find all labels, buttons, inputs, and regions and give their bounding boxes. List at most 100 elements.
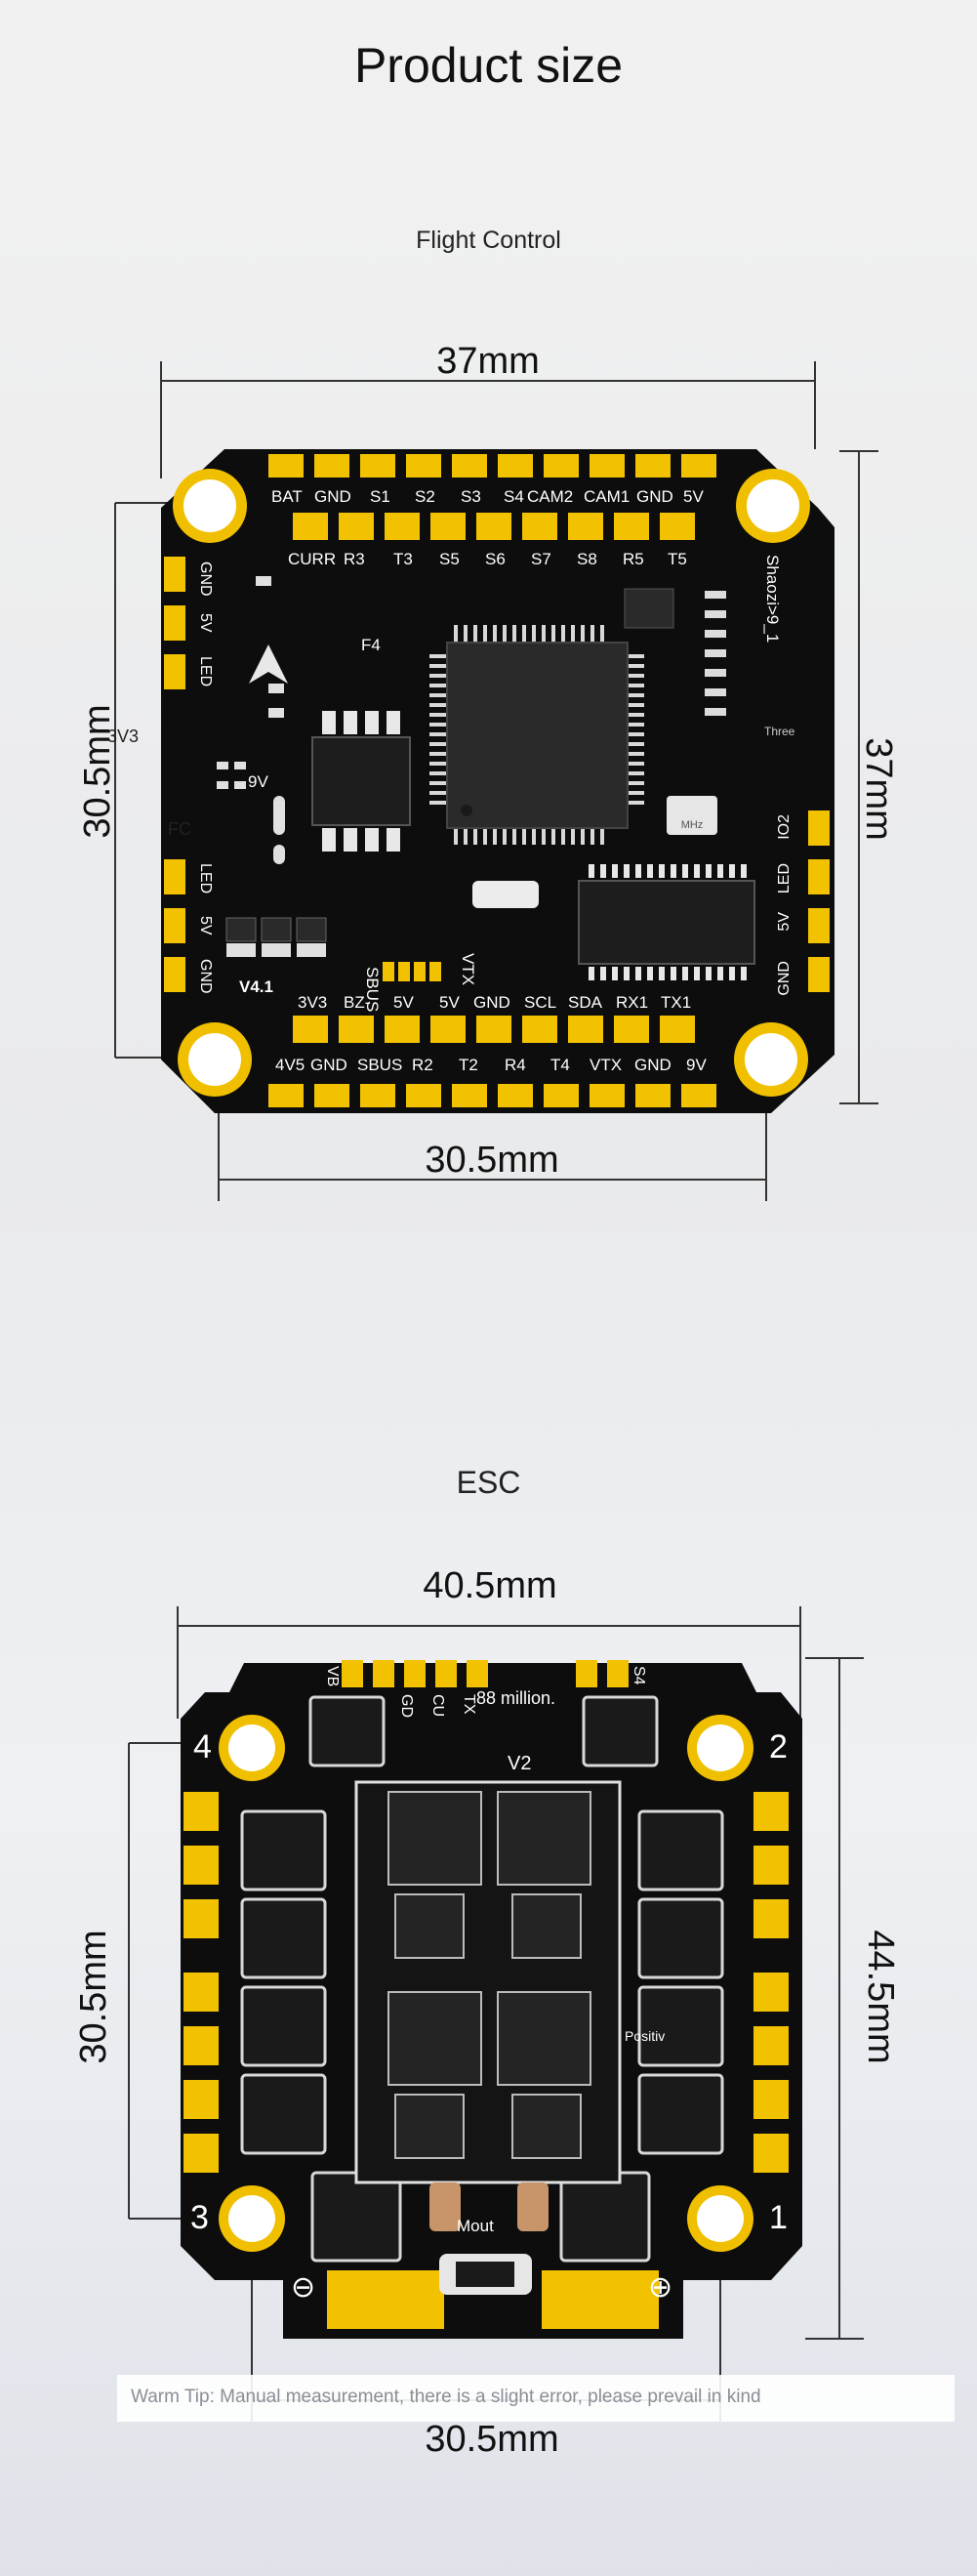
fc-pin-bot1-4: GND [473, 993, 510, 1012]
fc-pin-bot2-6: T4 [550, 1056, 570, 1074]
fc-dim-bottom: 30.5mm [425, 1140, 558, 1181]
fc-pin-top1-6: CAM2 [527, 487, 573, 506]
fc-dim-top: 37mm [436, 341, 540, 382]
fc-pin-top2-1: R3 [344, 550, 365, 568]
esc-capacitors [429, 2182, 549, 2295]
fc-pin-left-top-1: 5V [197, 613, 214, 633]
fc-logo-icon [249, 644, 288, 684]
fc-pin-top1-1: GND [314, 487, 351, 506]
fc-pin-top1-7: CAM1 [584, 487, 630, 506]
fc-pin-bot2-1: GND [310, 1056, 347, 1074]
fc-pin-bot2-7: VTX [590, 1056, 622, 1074]
fc-pin-right-3: GND [776, 961, 793, 996]
esc-brand-text: 88 million. [476, 1688, 555, 1708]
fc-pin-top2-7: R5 [623, 550, 644, 568]
fc-pin-bot1-5: SCL [524, 993, 556, 1012]
fc-dim-right: 37mm [858, 737, 899, 841]
fc-mount-holes [173, 469, 810, 1097]
fc-pin-top1-0: BAT [271, 487, 303, 506]
esc-plus-icon: ⊕ [648, 2271, 672, 2304]
fc-small-chip [624, 588, 674, 629]
fc-pin-bot1-7: RX1 [616, 993, 648, 1012]
esc-top-label-tx: TX [461, 1694, 477, 1715]
fc-label-name: Shaozi>9_1 [763, 555, 782, 643]
fc-pin-bot2-3: R2 [412, 1056, 433, 1074]
page-title: Product size [353, 38, 624, 93]
fc-pin-bot1-3: 5V [439, 993, 460, 1012]
esc-dim-right: 44.5mm [860, 1930, 901, 2063]
fc-pin-bot1-0: 3V3 [298, 993, 327, 1012]
esc-top-pads [342, 1660, 629, 1687]
fc-dim-left: 30.5mm [77, 704, 118, 838]
esc-top-label-s4: S4 [631, 1666, 647, 1685]
fc-pin-top1-9: 5V [683, 487, 704, 506]
fc-pin-top1-5: S4 [504, 487, 524, 506]
fc-transistors [225, 917, 327, 957]
fc-pin-top2-0: CURR [288, 550, 336, 568]
fc-pin-top2-4: S6 [485, 550, 506, 568]
esc-title: ESC [456, 1465, 521, 1500]
fc-pin-top2-3: S5 [439, 550, 460, 568]
esc-mount-label: Mout [457, 2217, 494, 2235]
fc-pin-right-1: LED [776, 863, 793, 893]
fc-pin-top2-2: T3 [393, 550, 413, 568]
fc-pin-bot1-2: 5V [393, 993, 414, 1012]
fc-label-f4: F4 [361, 636, 381, 654]
fc-pin-bot2-2: SBUS [357, 1056, 402, 1074]
fc-pin-bot2-4: T2 [459, 1056, 478, 1074]
fc-pin-bot2-8: GND [634, 1056, 672, 1074]
fc-bottom-pads [268, 1016, 716, 1107]
esc-dim-left: 30.5mm [73, 1930, 114, 2063]
esc-driver-chips [387, 1791, 591, 2159]
fc-pin-left-top-0: GND [197, 561, 214, 597]
fc-pin-bot2-5: R4 [505, 1056, 526, 1074]
fc-mcu-chip [429, 625, 644, 845]
fc-pin-right-2: 5V [776, 912, 793, 932]
fc-label-sbus: SBUS [363, 967, 382, 1012]
flight-control-title: Flight Control [416, 227, 561, 254]
fc-capacitor [472, 881, 539, 908]
esc-corner-4: 4 [193, 1728, 212, 1766]
fc-top-pads [268, 454, 716, 540]
fc-label-9v: 9V [248, 772, 268, 791]
esc-mosfets [240, 1695, 724, 2263]
fc-regulator-chip [311, 736, 411, 826]
fc-pin-top1-8: GND [636, 487, 673, 506]
esc-mount-holes [219, 1715, 753, 2252]
fc-osd-chip [578, 880, 755, 965]
fc-pin-left-bot-1: 5V [197, 916, 214, 935]
warm-tip: Warm Tip: Manual measurement, there is a… [117, 2375, 955, 2422]
fc-crystal-mhz: MHz [681, 819, 704, 831]
fc-pin-bot1-6: SDA [568, 993, 603, 1012]
fc-pin-left-bot-0: LED [197, 863, 214, 893]
esc-positive-label: Positiv [625, 2028, 665, 2044]
esc-top-label-cu: CU [429, 1694, 446, 1717]
fc-crystal [667, 796, 717, 835]
fc-pin-top1-4: S3 [461, 487, 481, 506]
fc-pin-bot2-0: 4V5 [275, 1056, 305, 1074]
fc-pin-bot2-9: 9V [686, 1056, 707, 1074]
fc-pin-left-top-2: LED [197, 656, 214, 686]
esc-dim-top: 40.5mm [423, 1565, 556, 1606]
fc-label-three: Three [764, 725, 795, 738]
fc-pin-right-0: IO2 [776, 814, 793, 840]
esc-top-label-gd: GD [398, 1694, 415, 1718]
esc-corner-1: 1 [769, 2199, 788, 2236]
fc-label-vtx: VTX [459, 953, 477, 985]
fc-side-pads [164, 557, 830, 992]
fc-pin-top2-5: S7 [531, 550, 551, 568]
esc-motor-pads [183, 1792, 789, 2173]
esc-dim-bottom: 30.5mm [425, 2419, 558, 2460]
fc-pin-left-bot-2: GND [197, 959, 214, 994]
fc-pin-bot1-8: TX1 [661, 993, 691, 1012]
esc-version: V2 [508, 1753, 531, 1774]
fc-pin-top2-8: T5 [668, 550, 687, 568]
esc-minus-icon: ⊖ [291, 2271, 315, 2304]
fc-pin-top1-3: S2 [415, 487, 435, 506]
fc-pin-bot1-1: BZ- [344, 993, 370, 1012]
fc-pin-top2-6: S8 [577, 550, 597, 568]
fc-label-fc: FC [168, 819, 191, 839]
esc-power-pads [327, 2270, 659, 2329]
esc-top-label-vb: VB [324, 1666, 341, 1686]
